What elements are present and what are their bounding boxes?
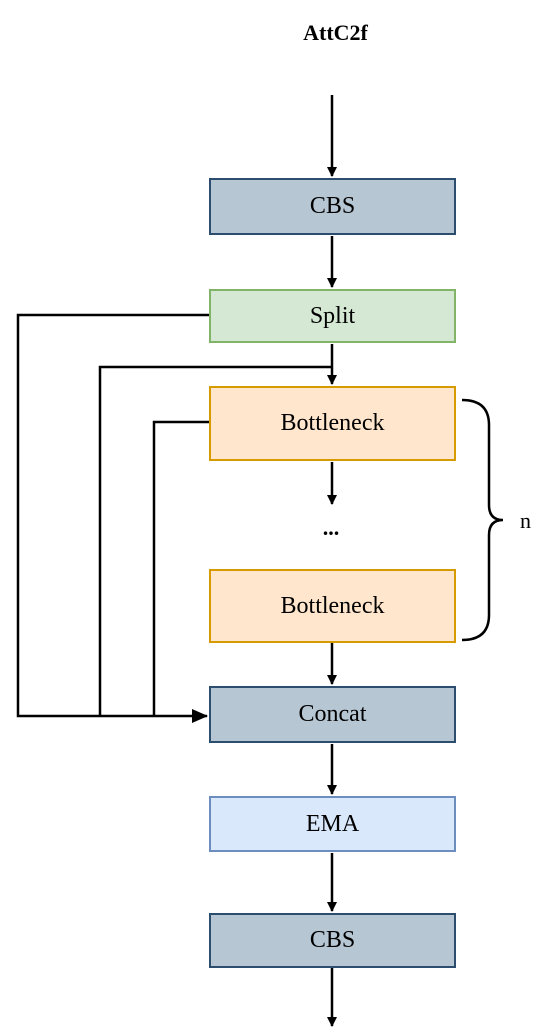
diagram-title: AttC2f	[303, 20, 368, 45]
cbs-block-bottom: CBS	[209, 913, 456, 968]
concat-block: Concat	[209, 686, 456, 743]
cbs-block-top: CBS	[209, 178, 456, 235]
split-block: Split	[209, 289, 456, 343]
ema-block: EMA	[209, 796, 456, 852]
skip-split-to-concat	[16, 313, 209, 723]
bottleneck-block-last: Bottleneck	[209, 569, 456, 643]
ellipsis: ...	[322, 515, 340, 540]
skip-split-branch	[98, 365, 332, 716]
repeat-label: n	[520, 508, 531, 533]
skip-bottleneck-to-concat	[152, 420, 209, 716]
bottleneck-block-first: Bottleneck	[209, 386, 456, 461]
repeat-brace	[461, 398, 504, 642]
